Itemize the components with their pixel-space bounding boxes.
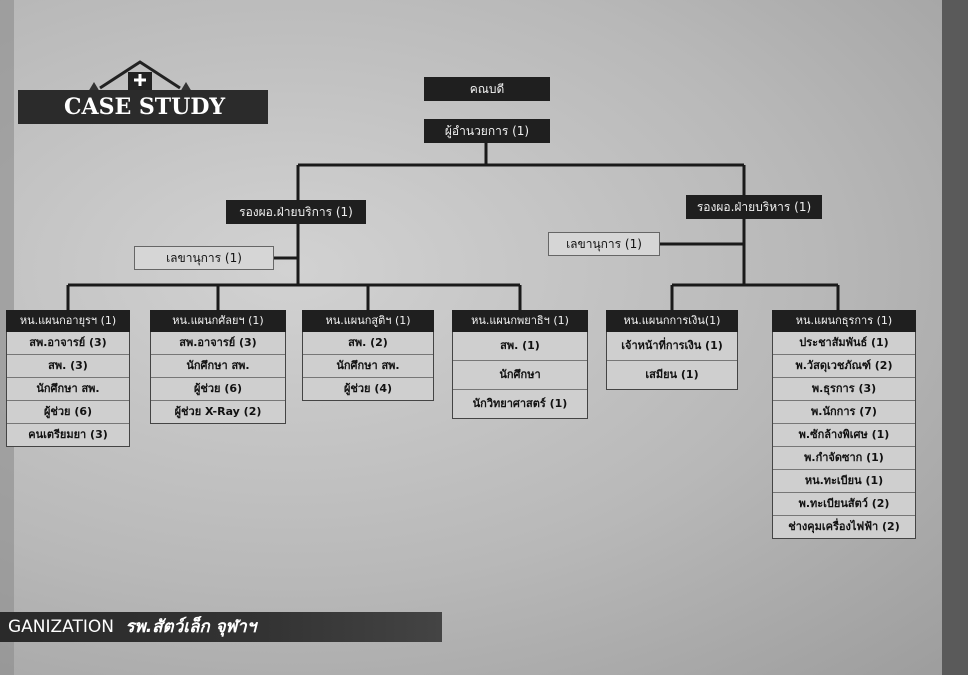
department-pathology: หน.แผนกพยาธิฯ (1) สพ. (1) นักศึกษา นักวิ… bbox=[452, 310, 588, 419]
department-head: หน.แผนกพยาธิฯ (1) bbox=[452, 310, 588, 332]
department-head: หน.แผนกธุรการ (1) bbox=[772, 310, 916, 332]
department-staff-list: สพ.อาจารย์ (3) นักศึกษา สพ. ผู้ช่วย (6) … bbox=[150, 332, 286, 424]
staff-row: สพ. (1) bbox=[500, 339, 540, 352]
staff-row: พ.วัสดุเวชภัณฑ์ (2) bbox=[773, 354, 915, 377]
department-head: หน.แผนกการเงิน(1) bbox=[606, 310, 738, 332]
staff-row: ผู้ช่วย (4) bbox=[303, 377, 433, 400]
staff-row: สพ. (2) bbox=[348, 336, 388, 349]
department-surgery: หน.แผนกศัลยฯ (1) สพ.อาจารย์ (3) นักศึกษา… bbox=[150, 310, 286, 424]
staff-row: ผู้ช่วย (6) bbox=[151, 377, 285, 400]
staff-row: พ.ทะเบียนสัตว์ (2) bbox=[773, 492, 915, 515]
staff-row: นักศึกษา bbox=[453, 360, 587, 389]
staff-row: สพ.อาจารย์ (3) bbox=[29, 336, 107, 349]
staff-row: พ.นักการ (7) bbox=[773, 400, 915, 423]
house-icon bbox=[88, 60, 192, 92]
staff-row: พ.ธุรการ (3) bbox=[773, 377, 915, 400]
staff-row: นักวิทยาศาสตร์ (1) bbox=[453, 389, 587, 418]
department-staff-list: สพ.อาจารย์ (3) สพ. (3) นักศึกษา สพ. ผู้ช… bbox=[6, 332, 130, 447]
staff-row: ผู้ช่วย (6) bbox=[7, 400, 129, 423]
staff-row: สพ. (3) bbox=[7, 354, 129, 377]
department-staff-list: สพ. (2) นักศึกษา สพ. ผู้ช่วย (4) bbox=[302, 332, 434, 401]
staff-row: เสมียน (1) bbox=[607, 360, 737, 389]
staff-row: นักศึกษา สพ. bbox=[151, 354, 285, 377]
deputy-service-box: รองผอ.ฝ่ายบริการ (1) bbox=[226, 200, 366, 224]
staff-row: ช่างคุมเครื่องไฟฟ้า (2) bbox=[773, 515, 915, 538]
footer-title-th: รพ.สัตว์เล็ก จุฬาฯ bbox=[125, 617, 257, 637]
department-medicine: หน.แผนกอายุรฯ (1) สพ.อาจารย์ (3) สพ. (3)… bbox=[6, 310, 130, 447]
secretary-left-box: เลขานุการ (1) bbox=[134, 246, 274, 270]
department-staff-list: สพ. (1) นักศึกษา นักวิทยาศาสตร์ (1) bbox=[452, 332, 588, 419]
director-box: ผู้อำนวยการ (1) bbox=[424, 119, 550, 143]
department-staff-list: ประชาสัมพันธ์ (1) พ.วัสดุเวชภัณฑ์ (2) พ.… bbox=[772, 332, 916, 539]
department-head: หน.แผนกศัลยฯ (1) bbox=[150, 310, 286, 332]
staff-row: นักศึกษา สพ. bbox=[303, 354, 433, 377]
staff-row: หน.ทะเบียน (1) bbox=[773, 469, 915, 492]
department-staff-list: เจ้าหน้าที่การเงิน (1) เสมียน (1) bbox=[606, 332, 738, 390]
staff-row: คนเตรียมยา (3) bbox=[7, 423, 129, 446]
staff-row: นักศึกษา สพ. bbox=[7, 377, 129, 400]
logo-text: CASE STUDY bbox=[18, 90, 268, 124]
department-head: หน.แผนกอายุรฯ (1) bbox=[6, 310, 130, 332]
department-obstetrics: หน.แผนกสูติฯ (1) สพ. (2) นักศึกษา สพ. ผู… bbox=[302, 310, 434, 401]
staff-row: สพ.อาจารย์ (3) bbox=[179, 336, 257, 349]
dean-box: คณบดี bbox=[424, 77, 550, 101]
case-study-logo: CASE STUDY bbox=[18, 58, 268, 126]
staff-row: เจ้าหน้าที่การเงิน (1) bbox=[621, 339, 723, 352]
footer-title-en: GANIZATION bbox=[8, 617, 114, 637]
staff-row: พ.ซักล้างพิเศษ (1) bbox=[773, 423, 915, 446]
department-head: หน.แผนกสูติฯ (1) bbox=[302, 310, 434, 332]
department-finance: หน.แผนกการเงิน(1) เจ้าหน้าที่การเงิน (1)… bbox=[606, 310, 738, 390]
staff-row: ประชาสัมพันธ์ (1) bbox=[799, 336, 889, 349]
secretary-right-box: เลขานุการ (1) bbox=[548, 232, 660, 256]
deputy-admin-box: รองผอ.ฝ่ายบริหาร (1) bbox=[686, 195, 822, 219]
department-administration: หน.แผนกธุรการ (1) ประชาสัมพันธ์ (1) พ.วั… bbox=[772, 310, 916, 539]
staff-row: พ.กำจัดซาก (1) bbox=[773, 446, 915, 469]
page-right-edge bbox=[942, 0, 968, 675]
footer-banner: GANIZATION รพ.สัตว์เล็ก จุฬาฯ bbox=[0, 612, 442, 642]
staff-row: ผู้ช่วย X-Ray (2) bbox=[151, 400, 285, 423]
